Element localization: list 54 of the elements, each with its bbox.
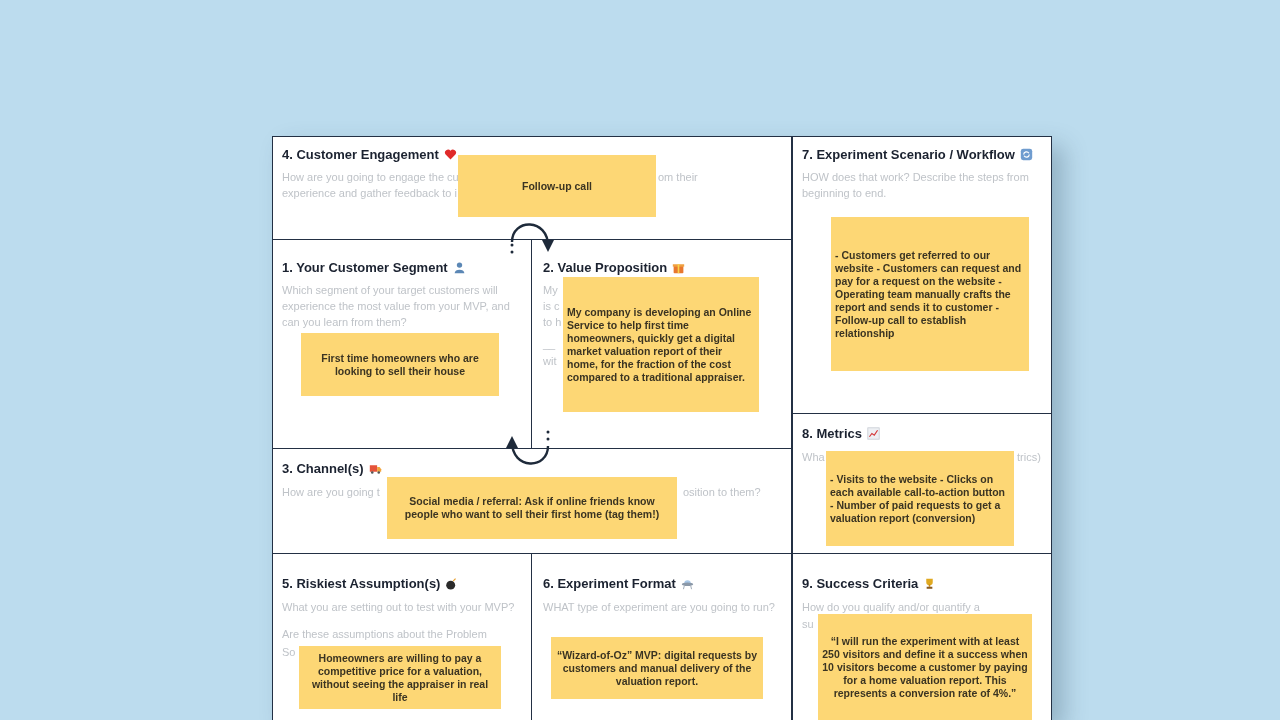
section-heading: 8. Metrics [802, 426, 862, 441]
sticky-note [387, 477, 677, 539]
section-heading: 9. Success Criteria [802, 576, 919, 591]
prompt-text: WHAT type of experiment are you going to run? [543, 600, 775, 615]
section-heading: 3. Channel(s) [282, 461, 364, 476]
canvas-section [272, 448, 792, 554]
prompt-text: So [282, 645, 296, 660]
note-text: - Visits to the website - Clicks on each available call-to-action button - Number of paid requests to get a valuation report (conversion) [830, 472, 1007, 525]
section-heading: 1. Your Customer Segment [282, 260, 448, 275]
prompt-text: What you are setting out to test with your MVP? [282, 600, 515, 615]
prompt-text: su [802, 617, 814, 632]
sticky-note [831, 217, 1029, 371]
note-text: “I will run the experiment with at least 250 visitors and define it a success when 10 visitors become a customer by paying for a home valuation report. This represents a conversion rate of 4%.” [822, 634, 1028, 700]
curved-arrow [506, 436, 550, 465]
note-text: Follow-up call [522, 179, 592, 193]
note-text: Social media / referral: Ask if online friends know people who want to sell their first home (tag them!) [403, 495, 661, 521]
note-text: Homeowners are willing to pay a competitive price for a valuation, without seeing the appraiser in real life [310, 651, 490, 704]
prompt-text: om their [658, 170, 698, 185]
canvas-section [792, 553, 1052, 720]
section-heading: 4. Customer Engagement [282, 147, 439, 162]
canvas-section [792, 413, 1052, 554]
prompt-text: HOW does that work? Describe the steps from beginning to end. [802, 170, 1030, 201]
canvas-section [272, 136, 792, 240]
note-text: - Customers get referred to our website - Customers can request and pay for a request on the website - Operating team manually crafts the report and sends it to customer - Follow-up call to establish relationship [835, 248, 1023, 340]
section-heading: 6. Experiment Format [543, 576, 676, 591]
prompt-text: to h [543, 315, 562, 330]
canvas-section [272, 553, 532, 720]
prompt-text: How are you going t [282, 485, 380, 500]
sticky-note [301, 333, 499, 396]
note-text: First time homeowners who are looking to sell their house [320, 351, 480, 378]
sticky-note [458, 155, 656, 217]
sticky-note [299, 646, 501, 709]
canvas-section [531, 553, 792, 720]
prompt-text: How do you qualify and/or quantify a [802, 600, 980, 615]
canvas-section [792, 136, 1052, 414]
prompt-text: wit [543, 354, 557, 369]
prompt-text: My [543, 283, 558, 298]
sticky-note [563, 277, 759, 412]
prompt-text: __ [543, 337, 556, 352]
sticky-note [818, 614, 1032, 720]
prompt-text: osition to them? [683, 485, 761, 500]
prompt-text: trics) [1017, 450, 1041, 465]
sticky-note [551, 637, 763, 699]
section-heading: 5. Riskiest Assumption(s) [282, 576, 441, 591]
note-text: “Wizard-of-Oz” MVP: digital requests by customers and manual delivery of the valuation report. [556, 648, 758, 688]
section-heading: 7. Experiment Scenario / Workflow [802, 147, 1015, 162]
prompt-text: Which segment of your target customers will experience the most value from your MVP, and can you learn from them? [282, 283, 511, 330]
note-text: My company is developing an Online Service to help first time homeowners, quickly get a digital market valuation report of their home, for the fraction of the cost compared to a traditional appraiser. [567, 305, 753, 384]
sticky-note [826, 451, 1014, 546]
curved-arrow [510, 223, 554, 252]
prompt-text: Are these assumptions about the Problem [282, 627, 487, 642]
section-heading: 2. Value Proposition [543, 260, 668, 275]
prompt-text: How are you going to engage the cu [282, 170, 459, 185]
prompt-text: Wha [802, 450, 825, 465]
